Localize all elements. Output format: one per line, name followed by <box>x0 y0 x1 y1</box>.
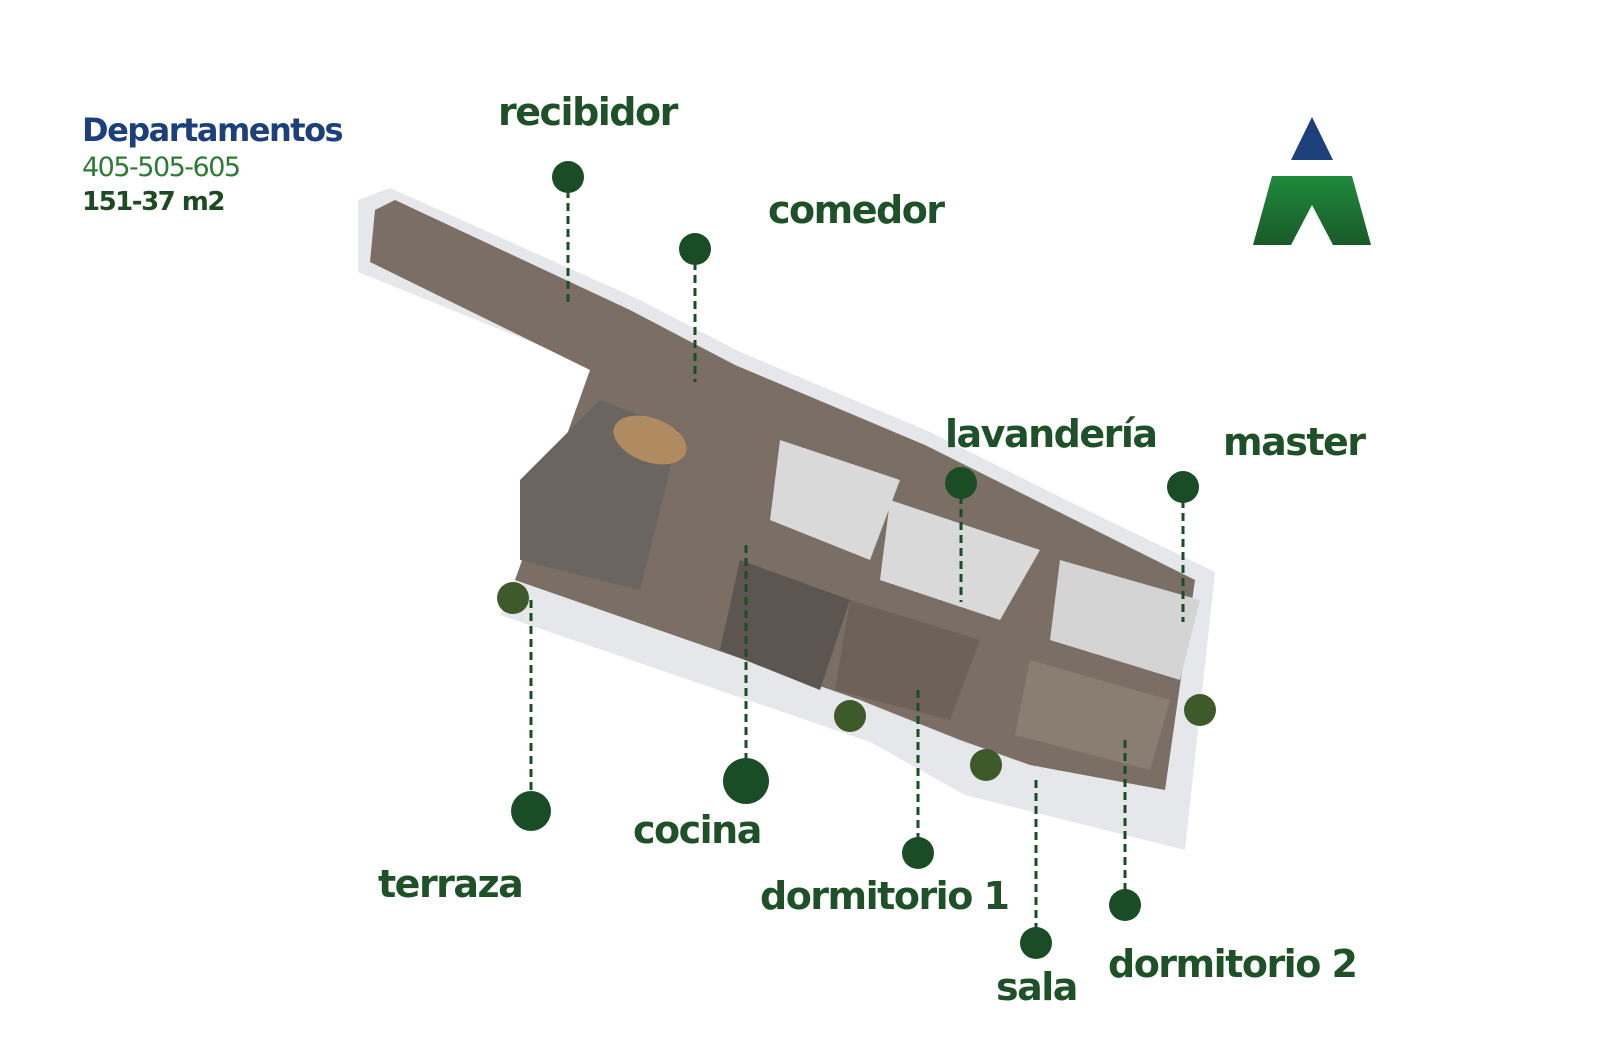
header-area: 151-37 m2 <box>82 187 225 217</box>
label-dormitorio-1: dormitorio 1 <box>760 874 1010 918</box>
header-units: 405-505-605 <box>82 152 241 183</box>
dormitorio2-marker[interactable] <box>1109 889 1141 921</box>
label-recibidor: recibidor <box>498 90 678 134</box>
label-dormitorio-2: dormitorio 2 <box>1108 942 1358 986</box>
header: Departamentos 405-505-605 151-37 m2 <box>82 110 344 218</box>
logo <box>1253 117 1371 245</box>
label-cocina: cocina <box>633 808 762 852</box>
lavanderia-marker[interactable] <box>945 467 977 499</box>
label-lavanderia: lavandería <box>945 412 1158 456</box>
sala-marker[interactable] <box>1020 927 1052 959</box>
recibidor-marker[interactable] <box>552 161 584 193</box>
cocina-marker[interactable] <box>723 758 769 804</box>
label-sala: sala <box>996 965 1078 1009</box>
apartment-render <box>358 188 1216 850</box>
label-comedor: comedor <box>768 188 945 232</box>
label-terraza: terraza <box>378 862 524 906</box>
comedor-marker[interactable] <box>679 233 711 265</box>
label-master: master <box>1223 420 1366 464</box>
master-marker[interactable] <box>1167 471 1199 503</box>
terraza-marker[interactable] <box>511 791 551 831</box>
header-title: Departamentos <box>82 111 344 149</box>
dormitorio1-marker[interactable] <box>902 837 934 869</box>
